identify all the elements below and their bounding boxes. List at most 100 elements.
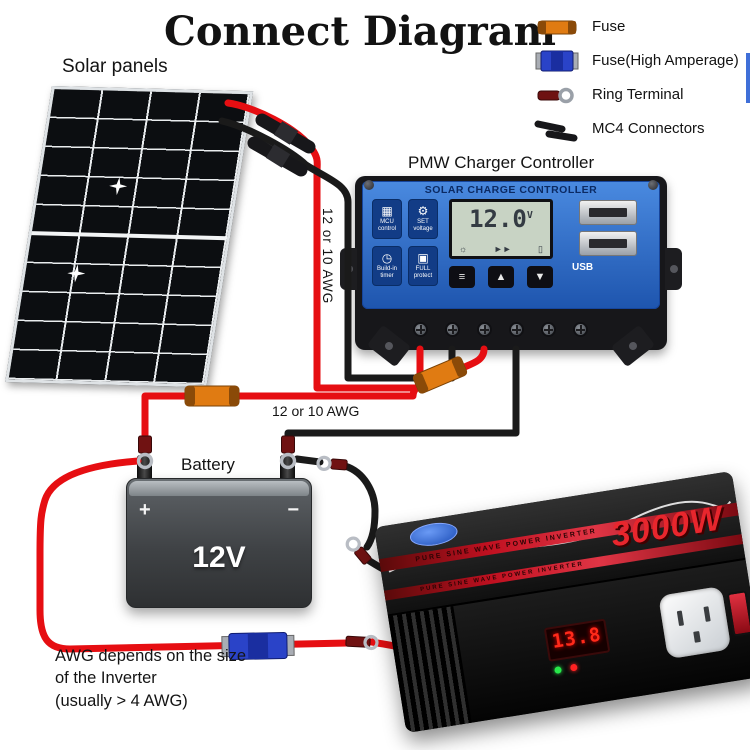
awg-label-vertical: 12 or 10 AWG bbox=[320, 208, 335, 305]
legend: Fuse Fuse(High Amperage) Ring Terminal bbox=[534, 14, 739, 141]
lcd-screen: 12.0V ☼ ►► ▯ bbox=[449, 199, 553, 259]
battery-voltage: 12V bbox=[192, 541, 246, 574]
terminal-screw bbox=[541, 322, 556, 337]
controller-button-label: SET voltage bbox=[413, 219, 433, 232]
battery: + − 12V bbox=[126, 438, 312, 608]
terminal-screw bbox=[509, 322, 524, 337]
terminal-screw bbox=[573, 322, 588, 337]
legend-item-fuse: Fuse bbox=[534, 14, 739, 39]
battery-label: Battery bbox=[181, 455, 235, 474]
awg-label-horizontal: 12 or 10 AWG bbox=[272, 403, 360, 419]
mc4-connector-2 bbox=[247, 136, 308, 177]
controller-button-mcu: ▦ MCU control bbox=[372, 199, 402, 239]
controller-button-set-voltage: ⚙ SET voltage bbox=[408, 199, 438, 239]
inverter-red-wire bbox=[36, 457, 352, 653]
power-inverter: PURE SINE WAVE POWER INVERTER PURE SINE … bbox=[373, 470, 750, 734]
usb-port-2 bbox=[579, 231, 637, 256]
plus-sign: + bbox=[139, 499, 151, 521]
ring-terminal-inverter-positive bbox=[345, 634, 379, 651]
inverter-led-display: 13.8 bbox=[543, 618, 611, 662]
legend-label-fuse: Fuse bbox=[592, 18, 626, 35]
lcd-voltage-value: 12.0 bbox=[469, 205, 527, 233]
legend-item-ring-terminal: Ring Terminal bbox=[534, 82, 739, 107]
battery-body: + − 12V bbox=[126, 478, 312, 608]
mc4-connectors-icon bbox=[534, 120, 578, 141]
green-indicator-light bbox=[554, 666, 563, 675]
terminal-screw bbox=[445, 322, 460, 337]
controller-nav-buttons: ≡ ▲ ▼ bbox=[449, 266, 553, 288]
inverter-black-wire-2 bbox=[341, 462, 379, 551]
screw-icon bbox=[648, 180, 658, 190]
legend-label-mc4: MC4 Connectors bbox=[592, 120, 705, 137]
outlet-slot bbox=[676, 610, 685, 627]
sun-icon: ☼ bbox=[459, 244, 468, 254]
usb-section: USB bbox=[564, 199, 652, 288]
awg-note-line3: (usually > 4 AWG) bbox=[55, 691, 188, 710]
awg-note-line1: AWG depends on the size bbox=[55, 647, 247, 665]
ring-terminal-negative-link bbox=[316, 455, 348, 471]
controller-label: PMW Charger Controller bbox=[408, 153, 595, 172]
battery-black-wire bbox=[284, 345, 520, 456]
down-icon: ▼ bbox=[534, 271, 546, 283]
usb-slot bbox=[589, 208, 627, 217]
up-button: ▲ bbox=[488, 266, 514, 288]
terminal-screw bbox=[413, 322, 428, 337]
legend-label-ring-terminal: Ring Terminal bbox=[592, 86, 684, 103]
screw-icon bbox=[364, 180, 374, 190]
legend-item-mc4: MC4 Connectors bbox=[534, 116, 739, 141]
controller-button-label: MCU control bbox=[377, 219, 396, 232]
outlet-slot bbox=[693, 630, 701, 643]
fuse-battery bbox=[184, 385, 240, 407]
fuse-controller bbox=[412, 356, 468, 394]
up-icon: ▲ bbox=[495, 271, 507, 283]
fuse-high-amperage-icon bbox=[535, 50, 579, 71]
terminal-strip bbox=[355, 309, 667, 350]
outlet-slot bbox=[703, 606, 711, 622]
timer-icon: ◷ bbox=[381, 251, 393, 266]
controller-header: SOLAR CHARGE CONTROLLER bbox=[424, 184, 598, 196]
lock-icon: ▣ bbox=[417, 251, 429, 266]
terminal-screw bbox=[477, 322, 492, 337]
gear-icon: ⚙ bbox=[417, 204, 429, 219]
controller-button-grid: ▦ MCU control ⚙ SET voltage ◷ Build-in t… bbox=[372, 199, 438, 288]
ac-outlet bbox=[658, 585, 732, 660]
mounting-ear-right bbox=[665, 248, 682, 290]
controller-button-protect: ▣ FULL protect bbox=[408, 246, 438, 286]
flow-arrows-icon: ►► bbox=[493, 244, 512, 254]
battery-icon: ▯ bbox=[538, 244, 543, 254]
pv-black-wire bbox=[218, 117, 456, 382]
controller-button-label: Build-in timer bbox=[376, 266, 397, 279]
ring-terminal-inverter-negative bbox=[345, 536, 372, 565]
power-switch bbox=[726, 590, 750, 637]
awg-note: AWG depends on the size of the Inverter … bbox=[55, 645, 246, 712]
lcd-voltage-unit: V bbox=[526, 210, 533, 221]
ring-terminal-icon bbox=[537, 87, 574, 103]
lcd-voltage: 12.0V bbox=[452, 207, 550, 231]
inverter-top-face: PURE SINE WAVE POWER INVERTER PURE SINE … bbox=[373, 470, 746, 617]
red-indicator-light bbox=[569, 663, 578, 672]
ring-terminal-battery-negative bbox=[279, 435, 297, 470]
inverter-black-wire-1 bbox=[293, 455, 324, 466]
battery-top-face bbox=[129, 481, 309, 496]
page-title: Connect Diagram bbox=[164, 8, 556, 55]
awg-note-line2: of the Inverter bbox=[55, 669, 157, 688]
fuse-icon bbox=[537, 20, 577, 34]
usb-port-1 bbox=[579, 200, 637, 225]
controller-button-timer: ◷ Build-in timer bbox=[372, 246, 402, 286]
minus-sign: − bbox=[287, 499, 299, 521]
right-edge-blue-mark bbox=[746, 53, 750, 103]
lcd-status-icons: ☼ ►► ▯ bbox=[459, 245, 543, 254]
mc4-connector-1 bbox=[255, 113, 316, 154]
usb-label: USB bbox=[572, 262, 594, 273]
controller-face: SOLAR CHARGE CONTROLLER ▦ MCU control ⚙ … bbox=[362, 181, 660, 309]
controller-button-label: FULL protect bbox=[413, 266, 433, 279]
down-button: ▼ bbox=[527, 266, 553, 288]
chip-icon: ▦ bbox=[381, 204, 393, 219]
ring-terminal-battery-positive bbox=[136, 435, 154, 470]
usb-slot bbox=[589, 239, 627, 248]
legend-label-fuse-high: Fuse(High Amperage) bbox=[592, 52, 739, 69]
fuse-inverter-high-amperage bbox=[221, 632, 295, 660]
menu-icon: ≡ bbox=[458, 271, 466, 283]
